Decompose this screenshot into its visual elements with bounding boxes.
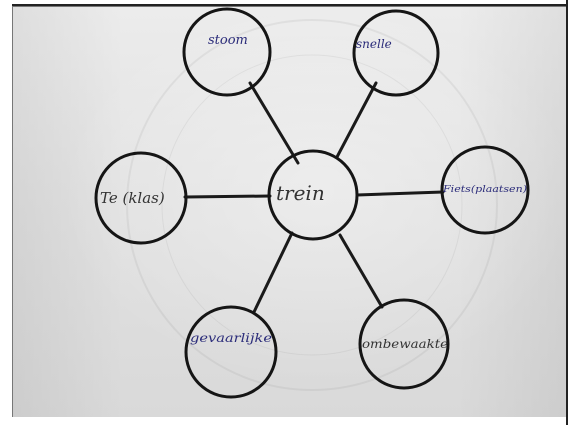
node-circle-mid-right: [440, 145, 530, 235]
node-label-bottom-right: ombewaakte: [362, 337, 448, 351]
node-circle-top-right: [352, 9, 440, 97]
node-label-bottom-left: gevaarlijke: [190, 331, 272, 345]
spoke-mid-right: [355, 190, 445, 197]
faint-background-print: [126, 19, 498, 391]
spoke-mid-left: [183, 194, 272, 199]
node-circle-bottom-left: [184, 305, 278, 399]
spoke-top-right: [335, 81, 378, 159]
right-frame-border: [566, 0, 568, 425]
node-label-mid-left: Te (klas): [100, 189, 165, 207]
spoke-bottom-left: [252, 231, 294, 314]
node-label-mid-right: Fiets(plaatsen): [442, 184, 528, 195]
node-circle-top-left: [182, 7, 272, 97]
node-circle-bottom-right: [358, 298, 450, 390]
node-circles: [94, 7, 530, 399]
spoke-bottom-right: [338, 233, 384, 309]
worksheet-photo: [12, 6, 568, 417]
connector-lines: [183, 81, 445, 314]
center-label: trein: [276, 181, 325, 205]
node-circle-center: [267, 149, 359, 241]
node-circle-mid-left: [94, 151, 188, 245]
spoke-top-left: [248, 81, 300, 165]
node-label-top-right: snelle: [356, 37, 392, 51]
node-label-top-left: stoom: [208, 33, 248, 48]
top-frame-border: [12, 4, 568, 6]
